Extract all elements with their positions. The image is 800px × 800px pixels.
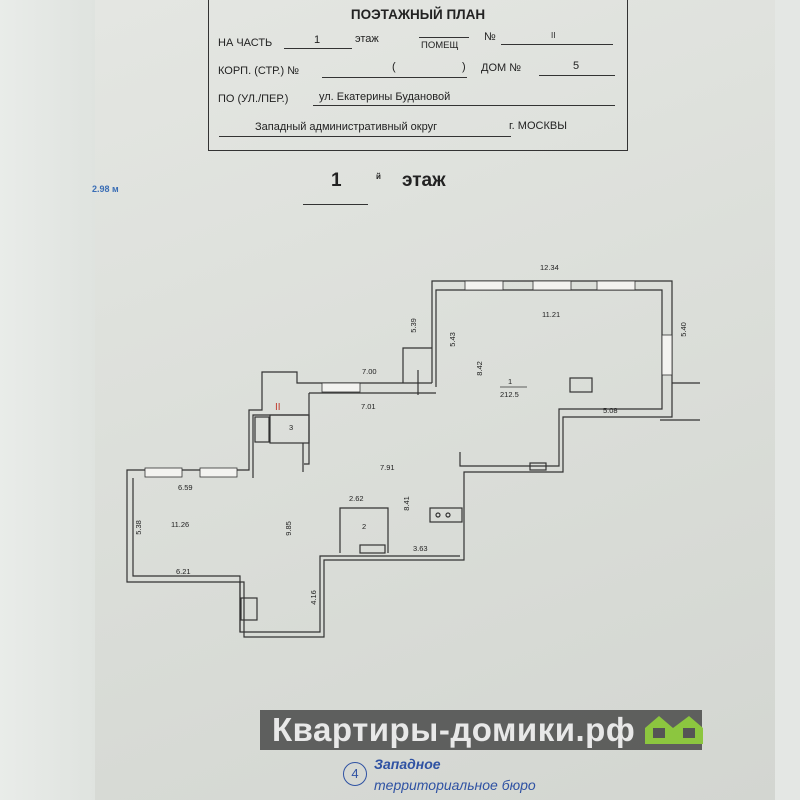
- dim-label: 3.63: [413, 544, 428, 553]
- scale-note: 2.98 м: [92, 184, 119, 194]
- dim-label: 5.08: [603, 406, 618, 415]
- section-mark: II: [275, 402, 281, 413]
- dim-label: 7.00: [362, 367, 377, 376]
- dim-label: 8.41: [401, 496, 411, 511]
- watermark-banner: Квартиры-домики.рф: [260, 710, 704, 750]
- na-chast-value: 1: [314, 34, 321, 46]
- dim-label: 2.62: [349, 494, 364, 503]
- photo-background-right: [775, 0, 800, 800]
- floor-label: этаж: [402, 170, 446, 191]
- dim-label: 5.38: [133, 520, 143, 535]
- number-value: II: [551, 31, 556, 40]
- dim-label: 11.26: [171, 520, 190, 529]
- dim-label: 7.91: [380, 463, 395, 472]
- floor-suffix: й: [376, 172, 381, 181]
- district-value: Западный административный округ: [255, 121, 438, 133]
- dim-label: 9.85: [283, 521, 293, 536]
- dim-label: 12.34: [540, 263, 559, 272]
- floor-number: 1: [331, 170, 342, 191]
- city-value: г. МОСКВЫ: [509, 120, 567, 132]
- room-3-number: 3: [289, 423, 294, 432]
- dim-label: 6.21: [176, 567, 191, 576]
- floor-underline: [303, 204, 368, 205]
- na-chast-label: НА ЧАСТЬ: [218, 37, 273, 49]
- street-label: ПО (УЛ./ПЕР.): [218, 93, 289, 105]
- dim-label: 5.40: [678, 322, 688, 337]
- photo-background-left: [0, 0, 95, 800]
- etazh-label: этаж: [355, 33, 379, 45]
- dim-label: 11.21: [542, 310, 561, 319]
- dim-label: 7.01: [361, 402, 376, 411]
- document-title: ПОЭТАЖНЫЙ ПЛАН: [350, 7, 486, 22]
- stamp-line1: Западное: [374, 756, 441, 772]
- dim-label: 5.39: [408, 318, 418, 333]
- title-block: ПОЭТАЖНЫЙ ПЛАН НА ЧАСТЬ 1 этаж ПОМЕЩ № I…: [208, 0, 628, 151]
- dim-label: 8.42: [474, 361, 484, 376]
- pomeshch-label: ПОМЕЩ: [421, 40, 459, 51]
- korp-open: (: [392, 61, 396, 73]
- korp-close: ): [462, 61, 466, 73]
- room-1-number: 1: [508, 377, 513, 386]
- house-logo-icon: [645, 716, 704, 744]
- room-2-number: 2: [362, 522, 367, 531]
- stamp-number: 4: [343, 762, 367, 786]
- korp-label: КОРП. (СТР.) №: [218, 65, 299, 77]
- stamp-line2: территориальное бюро: [374, 777, 536, 793]
- watermark-text: Квартиры-домики.рф: [272, 711, 636, 748]
- street-value: ул. Екатерины Будановой: [319, 91, 451, 103]
- dom-value: 5: [573, 60, 580, 72]
- windows: [144, 280, 673, 478]
- dom-label: ДОМ №: [481, 62, 522, 74]
- dim-label: 4.16: [308, 590, 318, 605]
- room-1-area: 212.5: [500, 390, 519, 399]
- dim-label: 5.43: [447, 332, 457, 347]
- dim-label: 6.59: [178, 483, 193, 492]
- number-label: №: [484, 31, 496, 43]
